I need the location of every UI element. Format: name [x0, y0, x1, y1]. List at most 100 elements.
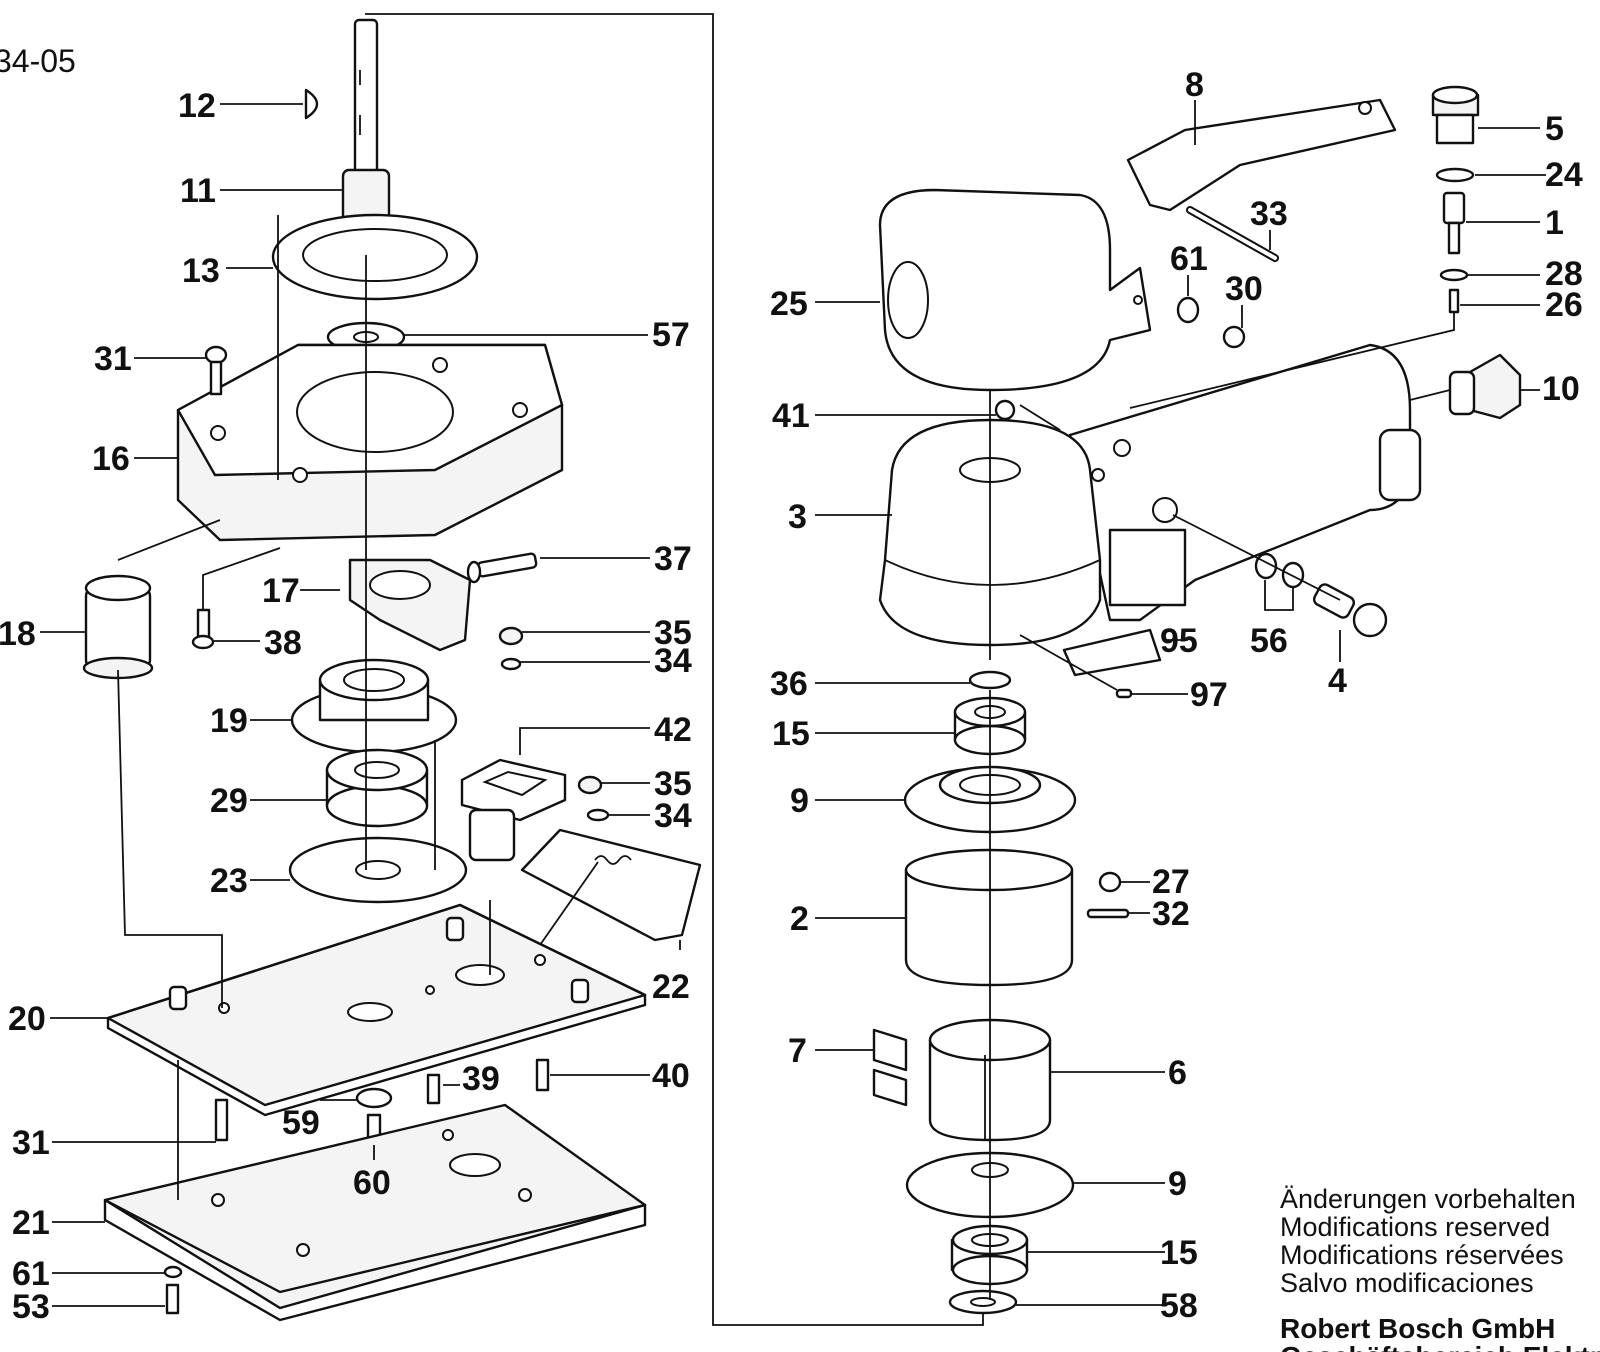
label-35-lower: 35: [654, 765, 692, 803]
clip-part-41: [994, 399, 1016, 421]
washer-part-28: [1439, 268, 1469, 282]
label-25: 25: [770, 285, 808, 323]
label-27: 27: [1152, 863, 1190, 901]
company-division: Geschäftsbereich Elektrowerkzeuge: [1280, 1341, 1600, 1352]
note-german: Änderungen vorbehalten: [1280, 1184, 1576, 1214]
note-english: Modifications reserved: [1280, 1212, 1550, 1242]
label-36: 36: [770, 665, 808, 703]
cylinder-part-2: [904, 848, 1074, 987]
washer-part-61-top: [1176, 296, 1200, 324]
label-56: 56: [1250, 622, 1288, 660]
label-61-top: 61: [1170, 240, 1208, 278]
label-30: 30: [1225, 270, 1263, 308]
sanding-pad-part-21: [103, 1103, 647, 1322]
ring-part-36: [968, 670, 1012, 690]
screw-part-30: [1222, 325, 1246, 349]
label-2: 2: [790, 900, 809, 938]
housing-cover-part-25: [878, 188, 1152, 392]
left-part-labels: 12 11 13 57 31 16 18 17 37 38 35 34 19 4…: [0, 87, 692, 1326]
label-38: 38: [264, 624, 302, 662]
bracket-part-8: [1126, 98, 1397, 212]
label-37: 37: [654, 540, 692, 578]
woodruff-key-part-12: [304, 88, 319, 120]
label-32: 32: [1152, 895, 1190, 933]
label-19: 19: [210, 702, 248, 740]
label-29: 29: [210, 782, 248, 820]
spring-part-26: [1448, 288, 1460, 314]
screw-part-53: [165, 1283, 180, 1315]
label-31-bottom: 31: [12, 1124, 50, 1162]
clamp-part-17: [348, 558, 472, 652]
company-name: Robert Bosch GmbH: [1280, 1313, 1555, 1344]
label-61-bottom: 61: [12, 1255, 50, 1293]
plate-part-23: [288, 836, 468, 904]
ring-part-27: [1098, 871, 1122, 893]
label-60: 60: [353, 1164, 391, 1202]
spindle-shaft-part-11: [341, 18, 391, 255]
screw-part-31-top: [204, 345, 228, 396]
valve-part-1: [1442, 191, 1466, 225]
label-35-upper: 35: [654, 614, 692, 652]
drawing-code: 34-05: [0, 43, 76, 79]
ball-bearing-part-29: [325, 748, 429, 828]
label-33: 33: [1250, 195, 1288, 233]
label-4: 4: [1328, 662, 1347, 700]
label-41: 41: [772, 397, 810, 435]
label-34-upper: 34: [654, 642, 692, 680]
label-10: 10: [1542, 370, 1580, 408]
label-11: 11: [180, 172, 216, 210]
label-24: 24: [1545, 156, 1583, 194]
nut-part-35-upper: [498, 626, 524, 646]
label-34-lower: 34: [654, 797, 692, 835]
washer-part-34-upper: [500, 657, 522, 671]
modification-notes: Änderungen vorbehalten Modifications res…: [1280, 1184, 1600, 1352]
valve-stem-part-1: [1447, 221, 1461, 255]
label-58: 58: [1160, 1287, 1198, 1325]
washer-part-59: [355, 1087, 393, 1109]
right-part-labels: 8 5 24 33 1 61 30 28 26 25 10 41 3 95 56…: [770, 66, 1583, 1325]
gasket-part-13: [271, 213, 479, 301]
label-31-top: 31: [94, 340, 132, 378]
label-97: 97: [1190, 676, 1228, 714]
label-26: 26: [1545, 286, 1583, 324]
screw-part-38: [191, 608, 215, 650]
label-57: 57: [652, 316, 690, 354]
label-95: 95: [1160, 622, 1198, 660]
label-42: 42: [654, 711, 692, 749]
right-leader-lines: [815, 100, 1546, 1306]
note-french: Modifications réservées: [1280, 1240, 1564, 1270]
dust-outlet-part-42: [460, 758, 567, 862]
label-21: 21: [12, 1204, 50, 1242]
screw-part-4: [1312, 583, 1388, 638]
label-1: 1: [1545, 204, 1564, 242]
rubber-buffer-part-18: [82, 574, 154, 680]
shaft-connector-line: [365, 13, 984, 1326]
label-9-lower: 9: [1168, 1165, 1187, 1203]
label-7: 7: [788, 1032, 807, 1070]
nut-part-35-lower: [577, 775, 603, 795]
pin-part-32: [1086, 908, 1130, 919]
label-22: 22: [652, 968, 690, 1006]
label-18: 18: [0, 615, 36, 653]
valve-cap-part-5: [1431, 85, 1480, 145]
screw-part-37: [466, 552, 538, 584]
air-inlet-nipple-part-10: [1448, 353, 1522, 420]
vanes-part-7: [872, 1028, 908, 1107]
washer-part-58: [948, 1289, 1018, 1315]
washer-part-24: [1435, 167, 1475, 183]
screw-part-39: [426, 1073, 441, 1105]
label-3: 3: [788, 498, 807, 536]
note-spanish: Salvo modificaciones: [1280, 1268, 1534, 1298]
rivet-part-97: [1115, 688, 1133, 699]
bearing-flange-part-19: [290, 658, 458, 754]
label-16: 16: [92, 440, 130, 478]
label-15-upper: 15: [772, 715, 810, 753]
label-23: 23: [210, 862, 248, 900]
clamp-lever-part-22: [520, 828, 702, 942]
label-12: 12: [178, 87, 216, 125]
housing-plate-part-16: [176, 343, 564, 542]
base-plate-part-20: [106, 903, 647, 1117]
label-40: 40: [652, 1057, 690, 1095]
washer-part-61-bottom: [163, 1265, 183, 1279]
screw-part-31-bottom: [214, 1098, 229, 1142]
